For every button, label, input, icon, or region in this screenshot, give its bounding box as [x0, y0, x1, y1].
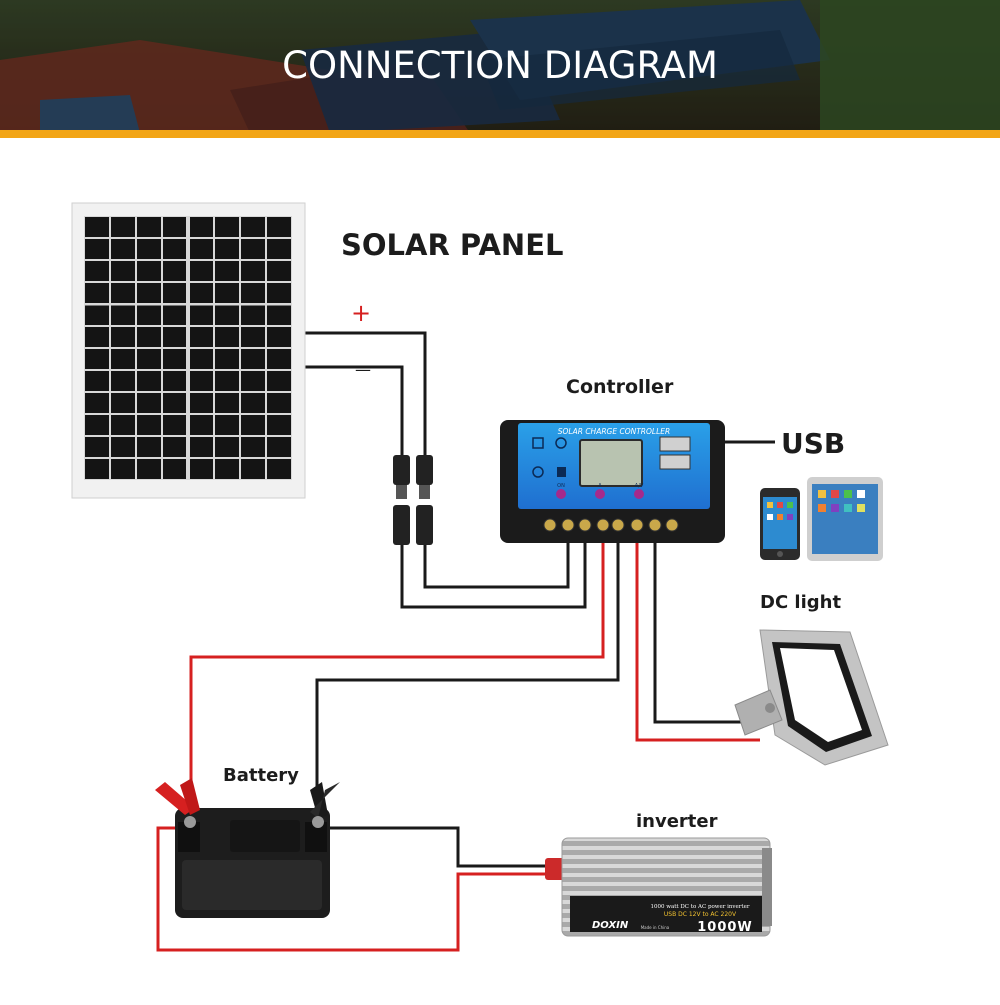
- wire-battery-negative: [315, 540, 620, 800]
- label-solar-panel: SOLAR PANEL: [341, 228, 564, 262]
- usb-port-1: [659, 436, 691, 452]
- inverter-image: DOXIN 1000 watt DC to AC power inverter …: [545, 837, 772, 937]
- battery-clip-negative: [310, 782, 340, 828]
- wire-battery-positive: [189, 540, 605, 800]
- controller-button-on: [556, 489, 566, 499]
- wire-pv-positive-to-controller: [423, 540, 570, 589]
- battery-image: [175, 808, 330, 918]
- controller-button-a: [595, 489, 605, 499]
- label-negative: —: [355, 360, 371, 379]
- page-title: CONNECTION DIAGRAM: [282, 44, 718, 87]
- wire-inverter-negative: [312, 826, 560, 868]
- label-usb: USB: [781, 427, 846, 460]
- wiring: [156, 331, 775, 952]
- tablet-image: [807, 477, 883, 561]
- inverter-line3: Made in China: [641, 925, 670, 930]
- label-inverter: inverter: [636, 811, 718, 832]
- controller-button-a-label: A: [598, 483, 602, 489]
- controller-button-on-label: ON: [557, 483, 565, 489]
- controller-button-av: [634, 489, 644, 499]
- solar-panel-image: [71, 202, 306, 499]
- wire-inverter-positive: [156, 826, 560, 952]
- header-banner: CONNECTION DIAGRAM: [0, 0, 1000, 138]
- controller-heading: SOLAR CHARGE CONTROLLER: [558, 427, 670, 436]
- label-controller: Controller: [566, 376, 674, 398]
- label-dc-light: DC light: [760, 592, 842, 613]
- label-positive: +: [351, 299, 372, 327]
- wire-load-positive: [635, 540, 760, 742]
- controller-lcd: [579, 439, 643, 487]
- inverter-line2: USB DC 12V to AC 220V: [664, 911, 737, 918]
- wire-panel-positive: [300, 331, 427, 455]
- wire-pv-negative-to-controller: [400, 540, 587, 609]
- mc4-connectors: [393, 455, 433, 545]
- inverter-brand: DOXIN: [592, 920, 629, 931]
- controller-terminals: [543, 518, 679, 532]
- battery-clip-positive: [155, 778, 200, 828]
- wire-load-negative: [653, 540, 760, 724]
- controller-button-av-label: A/V: [635, 483, 644, 489]
- phone-image: [760, 488, 800, 560]
- inverter-line1: 1000 watt DC to AC power inverter: [650, 904, 749, 910]
- header-accent-bar: [0, 130, 1000, 138]
- wire-panel-negative: [300, 365, 404, 455]
- inverter-rating: 1000W: [697, 920, 753, 935]
- usb-port-2: [659, 454, 691, 470]
- dc-light-image: [734, 629, 889, 766]
- label-battery: Battery: [223, 765, 299, 786]
- charge-controller-image: SOLAR CHARGE CONTROLLER ON A A/V: [500, 420, 725, 543]
